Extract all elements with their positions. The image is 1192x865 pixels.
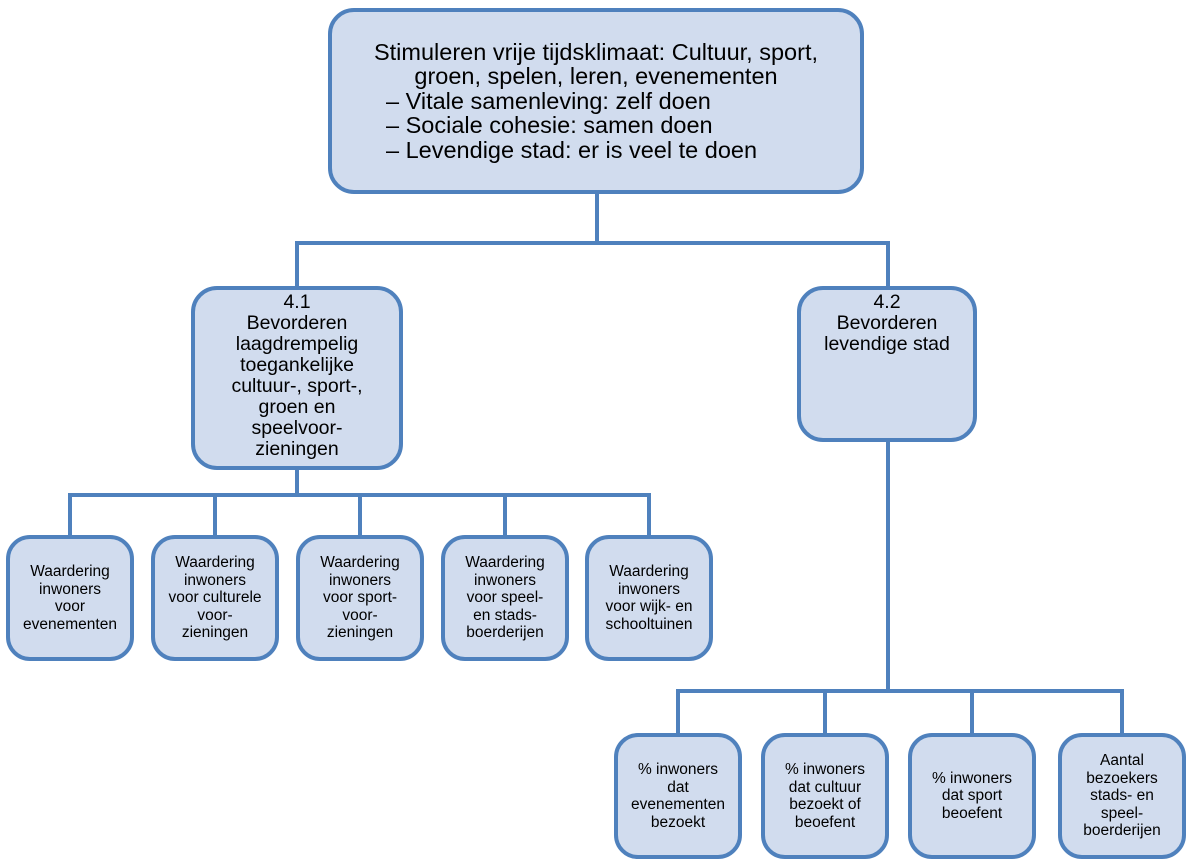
indicator-line: dat cultuur [788, 778, 862, 796]
indicator-line: beoefent [941, 804, 1003, 822]
indicator-line: voor [54, 598, 86, 615]
indicator-line: beoefent [794, 813, 856, 831]
indicator-line: Waardering [30, 563, 110, 580]
root-goal-title-line: Stimuleren vrije tijdsklimaat: Cultuur, … [373, 38, 819, 65]
indicator-box-42-1: % inwoners dat evenementen bezoekt [614, 733, 742, 859]
indicator-line: speel- [1100, 804, 1144, 822]
indicator-line: inwoners [328, 571, 392, 589]
indicator-line: Waardering [175, 554, 255, 572]
root-goal-box: Stimuleren vrije tijdsklimaat: Cultuur, … [328, 8, 864, 194]
indicator-line: bezoekt of [789, 796, 861, 813]
indicator-line: bezoekers [1086, 769, 1158, 787]
goal-4-2-line: levendige stad [824, 333, 950, 355]
indicator-line: inwoners [183, 571, 247, 589]
indicator-line: Waardering [320, 554, 400, 572]
indicator-line: voor sport- [322, 589, 398, 607]
indicator-line: zieningen [326, 624, 394, 642]
indicator-line: boerderijen [1083, 822, 1161, 840]
goal-4-1-line: toegankelijke [240, 354, 354, 376]
indicator-box-41-2: Waardering inwoners voor culturele voor-… [151, 535, 279, 661]
indicator-line: dat sport [941, 787, 1003, 805]
indicator-box-41-4: Waardering inwoners voor speel- en stads… [441, 535, 569, 661]
goal-4-1-line: 4.1 [283, 291, 311, 313]
goal-4-2-line: 4.2 [873, 291, 901, 313]
indicator-line: voor speel- [466, 589, 544, 607]
goal-box-4-2: 4.2 Bevorderen levendige stad [797, 286, 977, 442]
indicator-box-41-3: Waardering inwoners voor sport- voor- zi… [296, 535, 424, 661]
goal-4-1-line: groen en [258, 396, 336, 418]
goal-4-1-line: zieningen [255, 438, 339, 460]
indicator-line: inwoners [38, 580, 102, 598]
indicator-line: evenementen [23, 615, 117, 633]
indicator-line: voor- [197, 606, 233, 624]
indicator-line: bezoekt [650, 813, 706, 831]
indicator-line: inwoners [473, 571, 537, 589]
indicator-line: en stads- [473, 606, 537, 624]
indicator-line: boerderijen [466, 624, 544, 642]
indicator-box-41-5: Waardering inwoners voor wijk- en school… [585, 535, 713, 661]
root-goal-title-line: groen, spelen, leren, evenementen [414, 63, 778, 90]
goal-4-1-line: cultuur-, sport-, [231, 375, 363, 397]
indicator-line: % inwoners [637, 761, 719, 778]
indicator-box-42-4: Aantal bezoekers stads- en speel- boerde… [1058, 733, 1186, 859]
goal-4-1-line: Bevorderen [246, 312, 348, 334]
root-goal-sub-line: – Vitale samenleving: zelf doen [386, 87, 711, 114]
indicator-line: Waardering [609, 563, 689, 580]
indicator-line: voor culturele [168, 589, 262, 607]
indicator-line: dat [667, 778, 689, 796]
goal-box-4-1: 4.1 Bevorderen laagdrempelig toegankelij… [191, 286, 403, 470]
indicator-line: zieningen [181, 624, 249, 642]
indicator-box-42-2: % inwoners dat cultuur bezoekt of beoefe… [761, 733, 889, 859]
indicator-line: evenementen [631, 796, 725, 813]
indicator-line: schooltuinen [605, 615, 693, 633]
indicator-line: voor wijk- en [605, 598, 693, 615]
indicator-line: voor- [342, 606, 378, 624]
goal-4-1-line: speelvoor- [251, 417, 343, 439]
indicator-line: inwoners [617, 580, 681, 598]
goal-4-1-line: laagdrempelig [235, 333, 359, 355]
goal-4-2-line: Bevorderen [836, 312, 938, 334]
indicator-line: stads- en [1090, 787, 1154, 805]
root-goal-sub-line: – Levendige stad: er is veel te doen [386, 136, 758, 163]
indicator-line: % inwoners [784, 761, 866, 778]
indicator-line: Aantal [1100, 752, 1144, 770]
root-goal-sub-line: – Sociale cohesie: samen doen [386, 112, 713, 139]
indicator-box-41-1: Waardering inwoners voor evenementen [6, 535, 134, 661]
indicator-line: % inwoners [931, 769, 1013, 787]
indicator-box-42-3: % inwoners dat sport beoefent [908, 733, 1036, 859]
indicator-line: Waardering [465, 554, 545, 572]
